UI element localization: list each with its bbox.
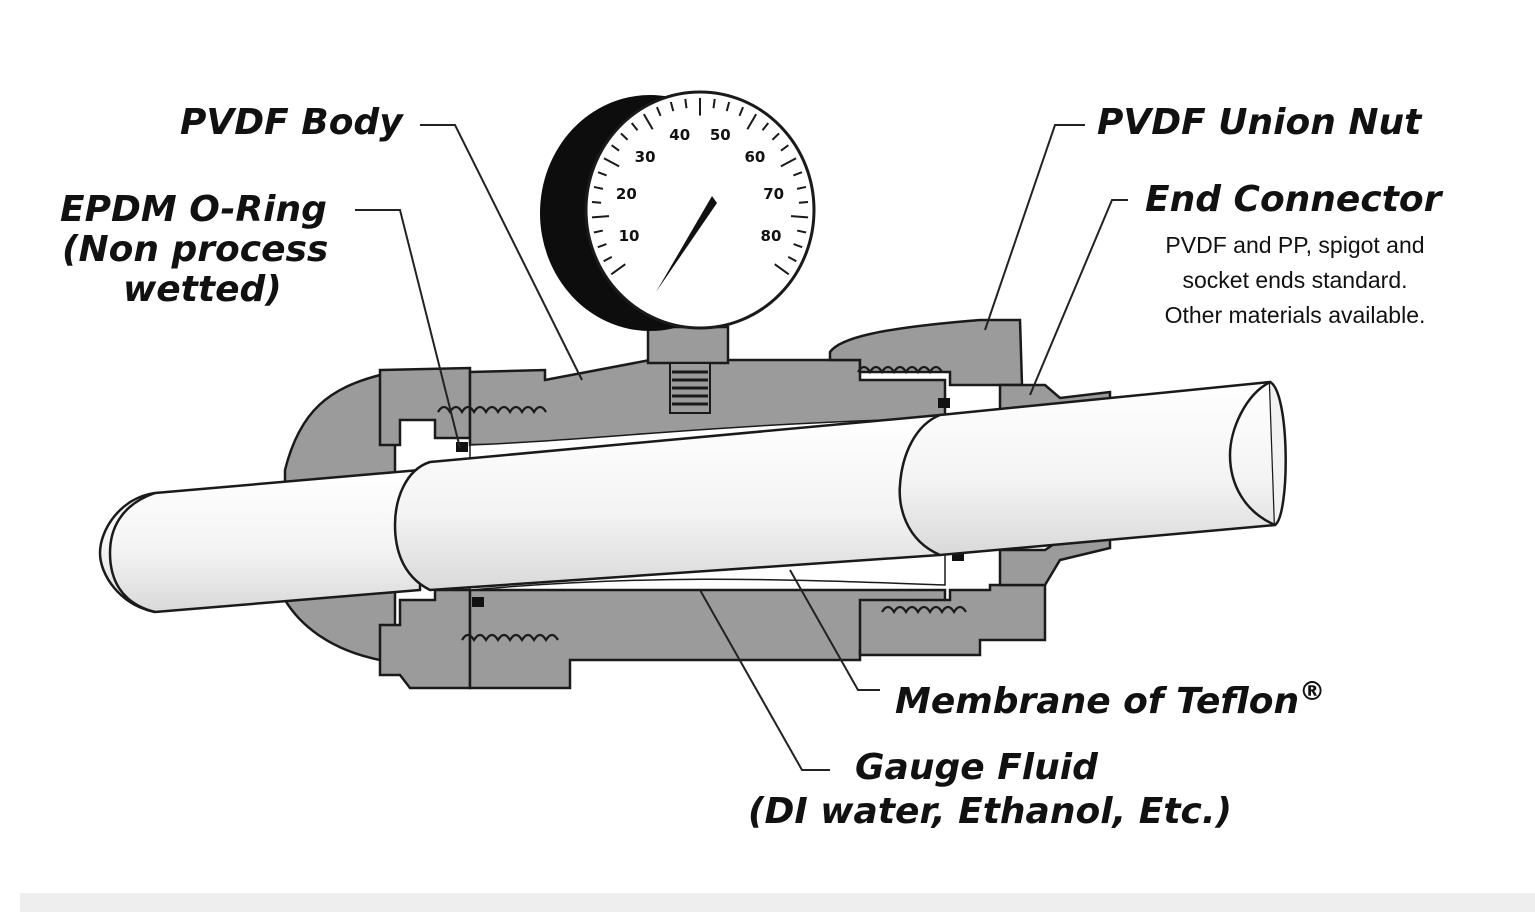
leader-pvdf-body — [420, 124, 583, 381]
left-pipe — [98, 468, 422, 614]
threads — [437, 365, 967, 643]
gauge-major-tick — [591, 215, 610, 219]
gauge-major-tick — [790, 215, 809, 219]
main-pipe — [393, 413, 942, 592]
gauge-minor-tick — [620, 132, 629, 141]
gauge-minor-tick — [793, 243, 803, 249]
gauge-minor-tick — [796, 229, 807, 234]
gauge-scale-label: 20 — [616, 185, 637, 203]
pressure-gauge: 10 20 30 40 50 60 70 80 — [540, 90, 816, 414]
label-epdm-o-ring-note-2: wetted) — [123, 269, 282, 310]
label-epdm-o-ring-note-1: (Non process — [62, 229, 329, 270]
gauge-scale-label: 10 — [619, 227, 640, 245]
gauge-scale-label: 70 — [763, 185, 784, 203]
gauge-minor-tick — [712, 98, 716, 109]
end-connector-desc-1: PVDF and PP, spigot and — [1165, 232, 1425, 258]
gauge-minor-tick — [611, 144, 620, 152]
right-pipe — [898, 380, 1277, 557]
gauge-major-tick — [780, 157, 797, 168]
footer-bar — [20, 893, 1535, 912]
gauge-major-tick — [610, 263, 626, 276]
gauge-minor-tick — [597, 243, 607, 249]
gauge-major-tick — [603, 157, 620, 168]
label-membrane-text: Membrane of Teflon — [895, 681, 1300, 722]
process-pipe — [98, 380, 1287, 614]
gauge-dial — [584, 90, 816, 330]
gauge-minor-tick — [798, 201, 809, 204]
end-connector-desc-3: Other materials available. — [1164, 302, 1426, 328]
leader-epdm — [355, 209, 461, 449]
label-pvdf-body: PVDF Body — [180, 102, 403, 143]
leader-union-nut — [984, 124, 1085, 331]
leader-lines — [355, 124, 1128, 771]
o-ring-bottom-left — [472, 597, 484, 607]
gauge-needle — [656, 196, 717, 292]
gauge-minor-tick — [771, 132, 780, 141]
gauge-minor-tick — [761, 122, 770, 131]
gauge-minor-tick — [793, 171, 803, 177]
gauge-minor-tick — [787, 256, 797, 263]
o-ring-top-right — [938, 398, 950, 408]
o-rings — [456, 398, 964, 607]
leader-end-connector — [1029, 199, 1128, 396]
label-pvdf-union-nut: PVDF Union Nut — [1097, 102, 1422, 143]
label-membrane: Membrane of Teflon® — [895, 672, 1325, 722]
gauge-scale-label: 60 — [744, 148, 765, 166]
gauge-tick-marks — [591, 97, 809, 276]
gauge-scale-label: 30 — [635, 148, 656, 166]
label-epdm-o-ring: EPDM O-Ring — [60, 189, 327, 230]
gauge-scale-label: 50 — [710, 126, 731, 144]
gauge-major-tick — [642, 113, 654, 130]
gauge-minor-tick — [630, 122, 639, 131]
gauge-minor-tick — [684, 98, 688, 109]
gauge-scale-label: 40 — [669, 126, 690, 144]
gauge-minor-tick — [796, 185, 807, 190]
gauge-minor-tick — [656, 106, 662, 117]
gauge-major-tick — [774, 263, 790, 276]
gauge-scale-labels: 10 20 30 40 50 60 70 80 — [616, 126, 784, 245]
leader-membrane — [789, 569, 880, 691]
label-gauge-fluid: Gauge Fluid — [855, 747, 1098, 788]
gauge-major-tick — [746, 113, 758, 130]
label-gauge-fluid-desc: (DI water, Ethanol, Etc.) — [748, 791, 1233, 832]
label-end-connector: End Connector — [1145, 179, 1442, 220]
gauge-minor-tick — [593, 229, 604, 234]
registered-mark: ® — [1299, 677, 1326, 707]
gauge-minor-tick — [603, 256, 613, 263]
gauge-minor-tick — [593, 185, 604, 190]
gauge-minor-tick — [597, 171, 607, 177]
leader-gauge-fluid — [699, 589, 830, 771]
gauge-minor-tick — [669, 101, 675, 112]
gauge-stem — [646, 325, 730, 365]
gauge-minor-tick — [738, 106, 744, 117]
o-ring-top-left — [456, 442, 468, 452]
end-connector-desc-2: socket ends standard. — [1182, 267, 1408, 293]
gauge-scale-label: 80 — [761, 227, 782, 245]
gauge-minor-tick — [725, 101, 731, 112]
o-ring-bottom-right — [952, 551, 964, 561]
gauge-minor-tick — [591, 201, 602, 204]
gauge-minor-tick — [780, 144, 789, 152]
